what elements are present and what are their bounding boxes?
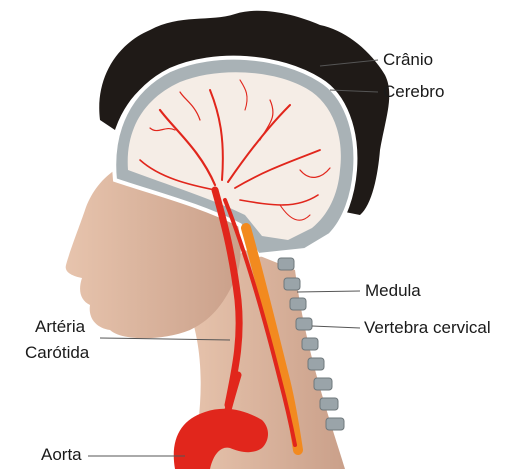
label-carotid-line1: Artéria xyxy=(35,317,85,337)
label-cervical-vertebra: Vertebra cervical xyxy=(364,318,491,338)
label-carotid-line2: Carótida xyxy=(25,343,89,363)
label-brain: Cerebro xyxy=(383,82,444,102)
label-skull: Crânio xyxy=(383,50,433,70)
label-aorta: Aorta xyxy=(41,445,82,465)
label-spinal-cord: Medula xyxy=(365,281,421,301)
